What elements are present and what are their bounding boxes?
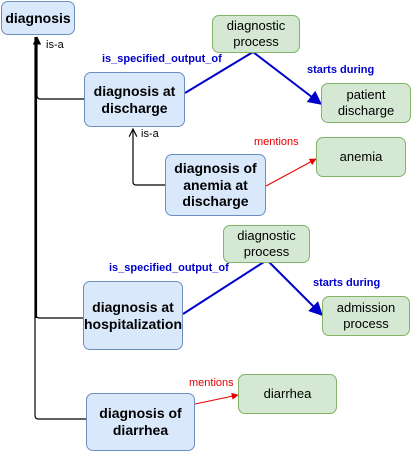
mentions-edge-diarrhea (194, 392, 239, 405)
edge-label-starts-1: starts during (307, 64, 375, 76)
node-diagnostic-process-1-label: diagnostic process (226, 18, 286, 49)
edge-label-mentions-2: mentions (189, 377, 234, 389)
isa-edge-hospitalization (35, 37, 84, 319)
edge-label-isa-1: is-a (46, 39, 64, 51)
node-anemia[interactable]: anemia (316, 137, 406, 177)
node-diagnosis-of-diarrhea-label: diagnosis of diarrhea (99, 405, 182, 438)
node-diagnosis-of-diarrhea[interactable]: diagnosis of diarrhea (86, 393, 195, 451)
edge-label-starts-2: starts during (313, 277, 381, 289)
node-diagnosis-at-discharge[interactable]: diagnosis at discharge (84, 72, 185, 127)
edge-label-mentions-1: mentions (254, 136, 299, 148)
node-diagnosis-label: diagnosis (5, 9, 71, 26)
isa-edge-anemia (133, 129, 165, 186)
node-diarrhea-label: diarrhea (263, 386, 312, 402)
node-patient-discharge-label: patient discharge (337, 87, 395, 118)
node-diagnosis-of-anemia-at-discharge-label: diagnosis of anemia at discharge (174, 159, 257, 210)
node-diagnosis-of-anemia-at-discharge[interactable]: diagnosis of anemia at discharge (165, 154, 266, 216)
isa-edge-diarrhea (34, 37, 86, 420)
node-diagnosis-at-discharge-label: diagnosis at discharge (93, 82, 176, 116)
output-edge-1 (184, 51, 254, 94)
mentions-edge-anemia (265, 158, 317, 187)
node-diagnosis-at-hospitalization[interactable]: diagnosis at hospitalization (83, 281, 183, 350)
node-diagnostic-process-2-label: diagnostic process (237, 228, 296, 259)
output-edge-2 (182, 259, 268, 315)
node-admission-process-label: admission process (336, 300, 396, 331)
node-diagnosis[interactable]: diagnosis (1, 1, 75, 35)
node-admission-process[interactable]: admission process (322, 296, 410, 336)
node-diagnostic-process-1[interactable]: diagnostic process (212, 15, 300, 53)
node-anemia-label: anemia (339, 149, 383, 165)
edge-label-output-2: is_specified_output_of (109, 262, 229, 274)
starts-edge-1 (252, 51, 323, 105)
starts-edge-2 (266, 259, 323, 316)
node-patient-discharge[interactable]: patient discharge (321, 83, 411, 123)
node-diagnosis-at-hospitalization-label: diagnosis at hospitalization (84, 298, 182, 332)
node-diarrhea[interactable]: diarrhea (238, 374, 337, 414)
edge-label-output-1: is_specified_output_of (102, 53, 222, 65)
node-diagnostic-process-2[interactable]: diagnostic process (223, 225, 310, 263)
edge-label-isa-2: is-a (141, 128, 159, 140)
